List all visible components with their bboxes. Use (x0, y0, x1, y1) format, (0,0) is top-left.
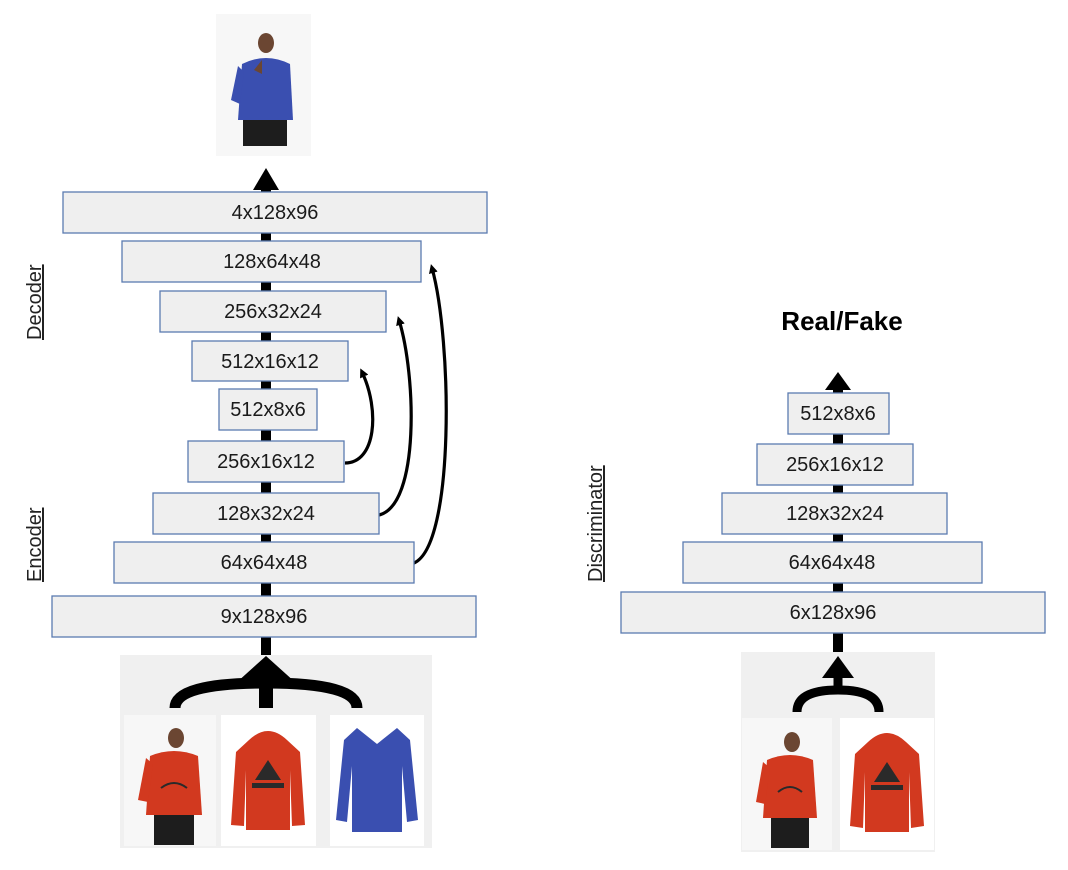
disc-input-person-red-hoodie-photo (742, 718, 832, 850)
layer-box (51, 595, 477, 638)
output-trousers (243, 120, 287, 146)
layer-label: 64x64x48 (221, 552, 308, 574)
decoder-label: Decoder (24, 264, 46, 340)
disc-layer-64x64x48: 64x64x48 (682, 541, 983, 584)
generator-input-panel (120, 655, 432, 848)
logo-mark (160, 782, 188, 789)
output-left-arm (231, 66, 244, 104)
skip-arrow-64x64x48-to-128x64x48 (413, 264, 448, 565)
merge-arrow-right (265, 677, 363, 709)
disc-layer-6x128x96: 6x128x96 (620, 591, 1046, 634)
output-person-head (258, 33, 274, 53)
skip-arrow-128x32x24-to-256x32x24 (378, 316, 413, 517)
input-blue-sweater-product-photo (330, 715, 424, 846)
layer-label: 512x8x6 (800, 403, 876, 425)
layer-box (152, 492, 380, 535)
layer-box (62, 191, 488, 234)
layer-256x16x12: 256x16x12 (187, 440, 345, 483)
trousers (771, 818, 809, 848)
layer-label: 256x32x24 (224, 301, 322, 323)
layer-4x128x96: 4x128x96 (62, 191, 488, 234)
encoder-label: Encoder (24, 507, 46, 582)
discriminator-network: Real/Fake 512x8x6 256x16x12 128x32x24 64… (585, 306, 1046, 852)
person-head (784, 732, 800, 752)
layer-label: 9x128x96 (221, 606, 308, 628)
disc-layer-512x8x6: 512x8x6 (787, 392, 890, 435)
layer-label: 128x64x48 (223, 251, 321, 273)
red-hoodie-shape (231, 731, 305, 830)
layer-box (159, 290, 387, 333)
merge-arrow-left (169, 677, 267, 709)
generator-output-arrowhead (253, 168, 279, 190)
trefoil-logo (874, 762, 900, 782)
output-hand (254, 60, 262, 74)
layer-box (756, 443, 914, 486)
layer-box (187, 440, 345, 483)
layer-box (721, 492, 948, 535)
layer-box (191, 340, 349, 382)
discriminator-label: Discriminator (585, 465, 607, 582)
layer-128x64x48: 128x64x48 (121, 240, 422, 283)
logo-mark (777, 786, 803, 793)
disc-layer-128x32x24: 128x32x24 (721, 492, 948, 535)
layer-box (620, 591, 1046, 634)
layer-label: 6x128x96 (790, 602, 877, 624)
layer-128x32x24: 128x32x24 (152, 492, 380, 535)
generator-output-photo (216, 14, 311, 156)
layer-box (113, 541, 415, 584)
layer-label: 128x32x24 (786, 503, 884, 525)
disc-layer-256x16x12: 256x16x12 (756, 443, 914, 486)
discriminator-output-arrowhead (825, 372, 851, 390)
layer-512x16x12: 512x16x12 (191, 340, 349, 382)
trousers (154, 815, 194, 845)
trefoil-logo (255, 760, 281, 780)
brand-text-mark (252, 783, 284, 788)
red-hoodie-arm (756, 762, 770, 804)
brand-text-mark (871, 785, 903, 790)
layer-label: 4x128x96 (232, 202, 319, 224)
output-blue-sweater (238, 58, 293, 120)
input-red-hoodie-product-photo (221, 715, 316, 846)
layer-box (682, 541, 983, 584)
blue-sweater-shape (336, 728, 418, 832)
layer-512x8x6: 512x8x6 (218, 388, 318, 431)
input-person-red-hoodie-photo (124, 715, 216, 846)
layer-label: 512x16x12 (221, 351, 319, 373)
layer-256x32x24: 256x32x24 (159, 290, 387, 333)
disc-input-red-hoodie-product-photo (840, 718, 934, 850)
merge-arrow-right (837, 685, 884, 713)
discriminator-input-panel (741, 652, 935, 852)
red-hoodie-shape (850, 733, 924, 832)
layer-box (787, 392, 890, 435)
merge-arrow-left (792, 685, 839, 713)
layer-label: 64x64x48 (789, 552, 876, 574)
layer-label: 128x32x24 (217, 503, 315, 525)
layer-64x64x48: 64x64x48 (113, 541, 415, 584)
layer-label: 512x8x6 (230, 399, 306, 421)
layer-label: 256x16x12 (217, 451, 315, 473)
layer-box (121, 240, 422, 283)
merge-arrowhead (236, 656, 296, 683)
real-fake-label: Real/Fake (781, 306, 902, 336)
merge-arrowhead (822, 656, 854, 678)
layer-9x128x96: 9x128x96 (51, 595, 477, 638)
person-head (168, 728, 184, 748)
skip-arrow-256x16x12-to-512x16x12 (344, 368, 375, 465)
layer-box (218, 388, 318, 431)
generator-network: 4x128x96 128x64x48 256x32x24 512x16x12 5… (24, 14, 488, 848)
layer-label: 256x16x12 (786, 454, 884, 476)
red-hoodie-arm (138, 758, 153, 802)
